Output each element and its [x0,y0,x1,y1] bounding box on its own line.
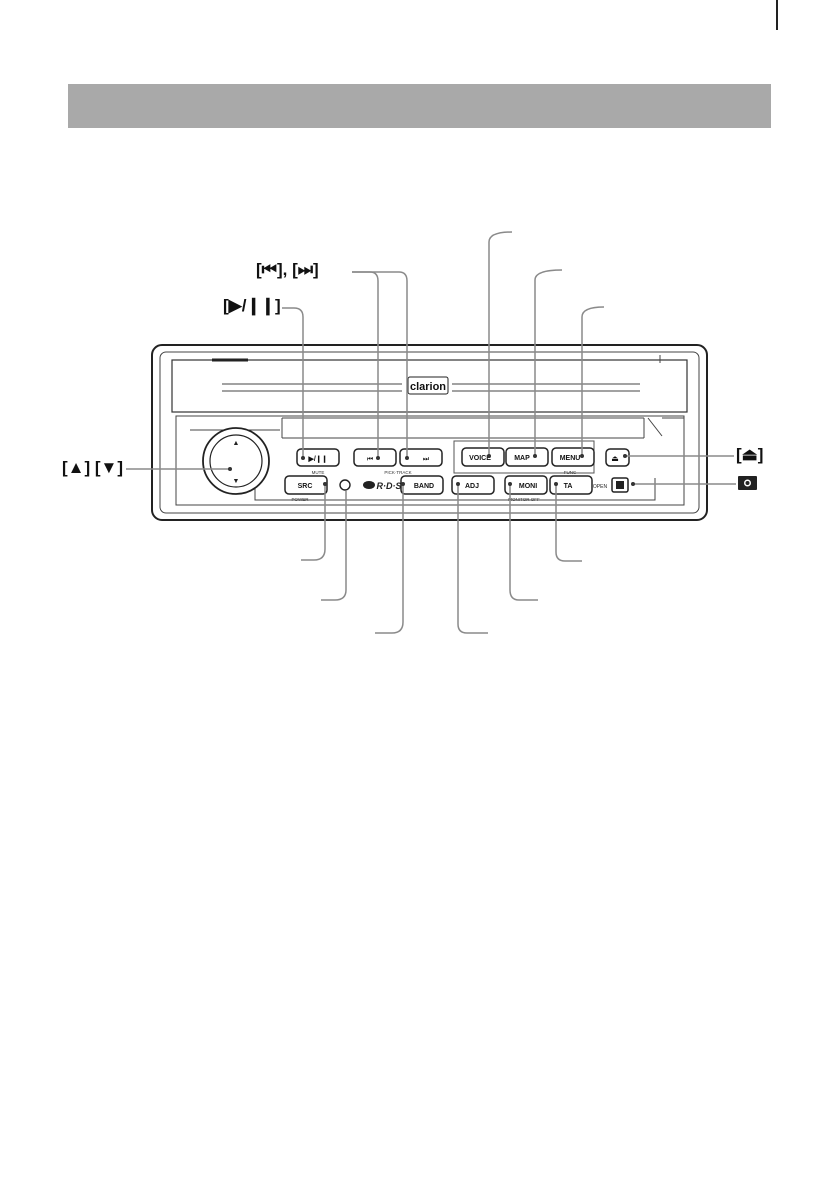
callout-eject: [⏏] [736,445,764,464]
callout-up-down: [▲] [▼] [62,458,124,477]
eject-icon: ⏏ [611,454,619,463]
section-header-bar [68,84,771,128]
svg-text:BAND: BAND [414,483,434,490]
adj-button[interactable]: ADJ [451,475,495,495]
svg-text:TA: TA [564,483,573,490]
knob-down-icon: ▼ [233,478,240,485]
menu-sub-label: FUNC [564,470,577,475]
brand-logo: clarion [410,381,446,393]
rotary-knob-inner [209,434,263,488]
page-edge-mark [776,0,778,30]
rds-logo: R·D·S [363,481,402,491]
svg-text:MAP: MAP [514,455,530,462]
callout-prev-next: [⏮], [⏭] [256,260,319,279]
voice-button[interactable]: VOICE [461,447,505,467]
play-pause-sub-label: MUTE [312,470,325,475]
moni-button[interactable]: MONI [504,475,548,495]
track-sub-label: PICK·TRACK [384,470,411,475]
play-pause-button[interactable]: ▶/❙❙ [296,448,340,467]
svg-text:MONI: MONI [519,483,537,490]
menu-button[interactable]: MENU [551,447,595,467]
callout-play-pause: [▶/❙❙] [223,296,281,315]
aux-input-jack [339,479,351,491]
leader-dots [228,454,635,486]
svg-text:MENU: MENU [560,455,581,462]
ta-button[interactable]: TA [549,475,593,495]
src-sub-label: POWER [291,497,309,502]
svg-text:VOICE: VOICE [469,455,491,462]
svg-text:⏭: ⏭ [423,456,430,463]
open-button[interactable] [611,477,629,493]
prev-track-button[interactable]: ⏮ [353,448,397,467]
svg-text:⏮: ⏮ [367,456,373,463]
open-label: OPEN [593,484,608,490]
eject-button[interactable]: ⏏ [605,448,630,467]
src-button[interactable]: SRC [284,475,328,495]
leader-lines [126,231,736,634]
svg-text:ADJ: ADJ [465,483,479,490]
open-icon [616,481,624,489]
lower-panel-outline [175,415,685,506]
svg-text:SRC: SRC [298,483,313,490]
knob-up-icon: ▲ [233,440,240,447]
moni-sub-label: MONITOR OFF [508,497,540,502]
brand-logo-frame [407,376,449,395]
unit-inner-bezel [159,351,700,514]
map-button[interactable]: MAP [505,447,549,467]
svg-text:▶/❙❙: ▶/❙❙ [307,455,327,463]
band-button[interactable]: BAND [400,475,444,495]
svg-text:R·D·S: R·D·S [377,481,402,491]
next-track-button[interactable]: ⏭ [399,448,443,467]
